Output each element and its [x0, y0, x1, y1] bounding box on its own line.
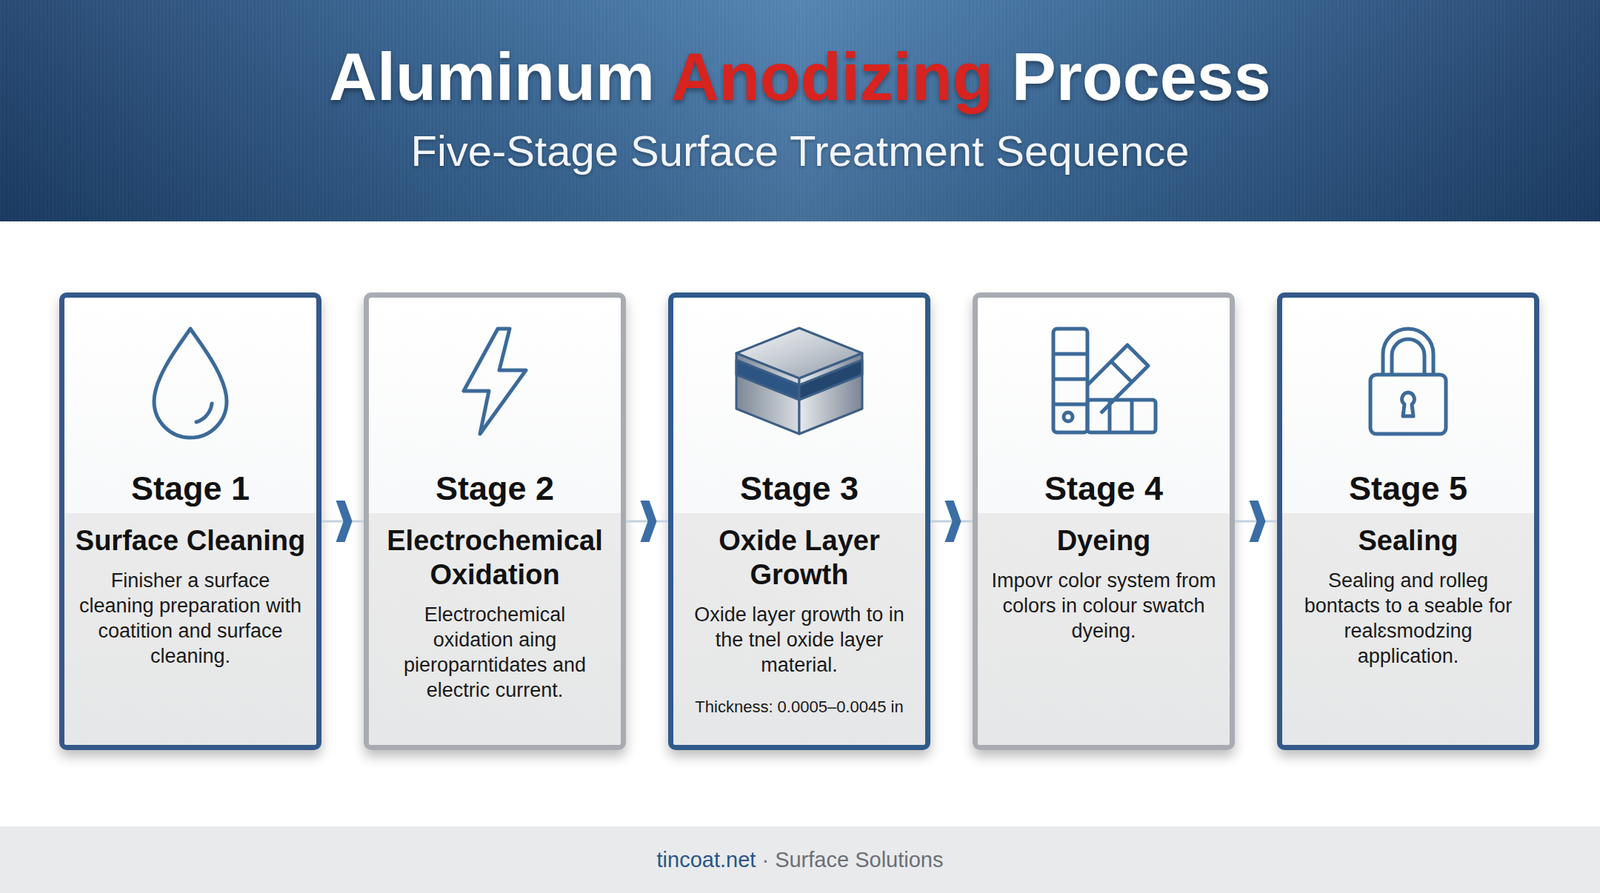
- cube-left: [736, 353, 800, 435]
- footer-word: ·: [761, 848, 769, 872]
- stage-number: Stage 5: [1282, 469, 1535, 509]
- swatch-divider: [1053, 402, 1088, 407]
- swatch-strip-vertical: [1053, 328, 1088, 433]
- stage-card: Stage 2Electrochemical OxidationElectroc…: [363, 292, 626, 751]
- connector-line: [321, 520, 364, 523]
- lightning-icon: [463, 328, 526, 435]
- lock-keyhole: [1402, 392, 1415, 417]
- stage-heading: Oxide Layer Growth: [680, 523, 918, 592]
- connector-line: [1234, 520, 1278, 523]
- flow-connector: [930, 500, 973, 543]
- swatch-divider: [1108, 400, 1112, 433]
- footer-word: Solutions: [854, 848, 943, 872]
- water-drop-icon: [154, 328, 227, 438]
- stage-description: Finisher a surface cleaning preparation …: [71, 568, 309, 669]
- stage-heading: Sealing: [1289, 523, 1527, 558]
- chevron-arrowhead: [640, 500, 658, 543]
- footer-word: [755, 848, 762, 872]
- stage-card: Stage 4DyeingImpovr color system from co…: [972, 292, 1235, 751]
- lock-body: [1370, 374, 1446, 435]
- chevron-arrowhead: [945, 500, 962, 543]
- swatch-divider: [1053, 352, 1088, 357]
- oxide-band-left: [736, 360, 800, 400]
- title-word: [993, 40, 1012, 115]
- subtitle: Five-Stage Surface Treatment Sequence: [0, 125, 1600, 177]
- swatch-divider: [1130, 400, 1135, 433]
- stage-heading: Dyeing: [985, 523, 1223, 558]
- bolt-outline: [463, 328, 526, 435]
- cube-right: [799, 353, 863, 435]
- card-panel: Electrochemical OxidationElectrochemical…: [368, 513, 621, 746]
- stage-heading: Electrochemical Oxidation: [376, 523, 614, 592]
- footer-word: [768, 848, 775, 872]
- swatch-strip-diagonal: [1087, 345, 1149, 414]
- stage-description: Oxide layer growth to in the tnel oxide …: [680, 602, 918, 678]
- footer-text: tincoat.net · Surface Solutions: [0, 845, 1600, 875]
- oxide-band-right: [799, 360, 863, 400]
- card-panel: DyeingImpovr color system from colors in…: [977, 513, 1230, 746]
- padlock-icon: [1370, 328, 1446, 435]
- color-swatch-icon: [1053, 328, 1156, 433]
- chevron-arrowhead: [336, 500, 353, 543]
- title-word: [654, 40, 672, 115]
- spec-note: Thickness: 0.0005–0.0045 in: [680, 697, 918, 718]
- footer-word: Surface: [774, 848, 849, 872]
- swatch-divider: [1111, 361, 1132, 383]
- stage-card: Stage 5SealingSealing and rolleg bontact…: [1277, 292, 1540, 751]
- drop-outline: [154, 328, 227, 438]
- oxide-layer-cube-icon: [736, 328, 863, 435]
- flow-connector: [1234, 500, 1278, 543]
- title-word: Aluminum: [328, 40, 655, 115]
- swatch-divider: [1053, 377, 1088, 382]
- connector-line: [625, 520, 669, 523]
- drop-highlight: [196, 403, 212, 423]
- footer-word: [848, 848, 855, 872]
- stage-description: Impovr color system from colors in colou…: [985, 568, 1223, 644]
- stage-card: Stage 1Surface CleaningFinisher a surfac…: [59, 292, 322, 751]
- stage-description: Sealing and rolleg bontacts to a seable …: [1289, 568, 1527, 669]
- chevron-arrowhead: [1249, 500, 1266, 543]
- footer-word: tincoat.net: [657, 848, 757, 872]
- card-panel: SealingSealing and rolleg bontacts to a …: [1282, 513, 1535, 746]
- card-panel: Oxide Layer GrowthOxide layer growth to …: [673, 513, 926, 746]
- title-word: Process: [1011, 40, 1272, 115]
- connector-line: [930, 520, 973, 523]
- stage-description: Electrochemical oxidation aing pieroparn…: [376, 602, 614, 703]
- lock-shackle: [1382, 328, 1434, 375]
- stage-number: Stage 4: [977, 469, 1230, 509]
- flow-connector: [625, 500, 669, 543]
- stage-number: Stage 3: [673, 469, 926, 509]
- flow-connector: [321, 500, 364, 543]
- title: Aluminum Anodizing Process: [0, 38, 1600, 116]
- stage-number: Stage 1: [64, 469, 317, 509]
- stage-card: Stage 3Oxide Layer GrowthOxide layer gro…: [668, 292, 931, 751]
- swatch-pin: [1063, 412, 1073, 422]
- stage-heading: Surface Cleaning: [71, 523, 309, 558]
- swatch-strip-horizontal: [1087, 400, 1156, 433]
- lock-shackle-inner: [1391, 339, 1425, 375]
- title-word: Anodizing: [671, 40, 994, 115]
- cube-top: [736, 328, 863, 379]
- stage-number: Stage 2: [368, 469, 621, 509]
- card-panel: Surface CleaningFinisher a surface clean…: [64, 513, 317, 746]
